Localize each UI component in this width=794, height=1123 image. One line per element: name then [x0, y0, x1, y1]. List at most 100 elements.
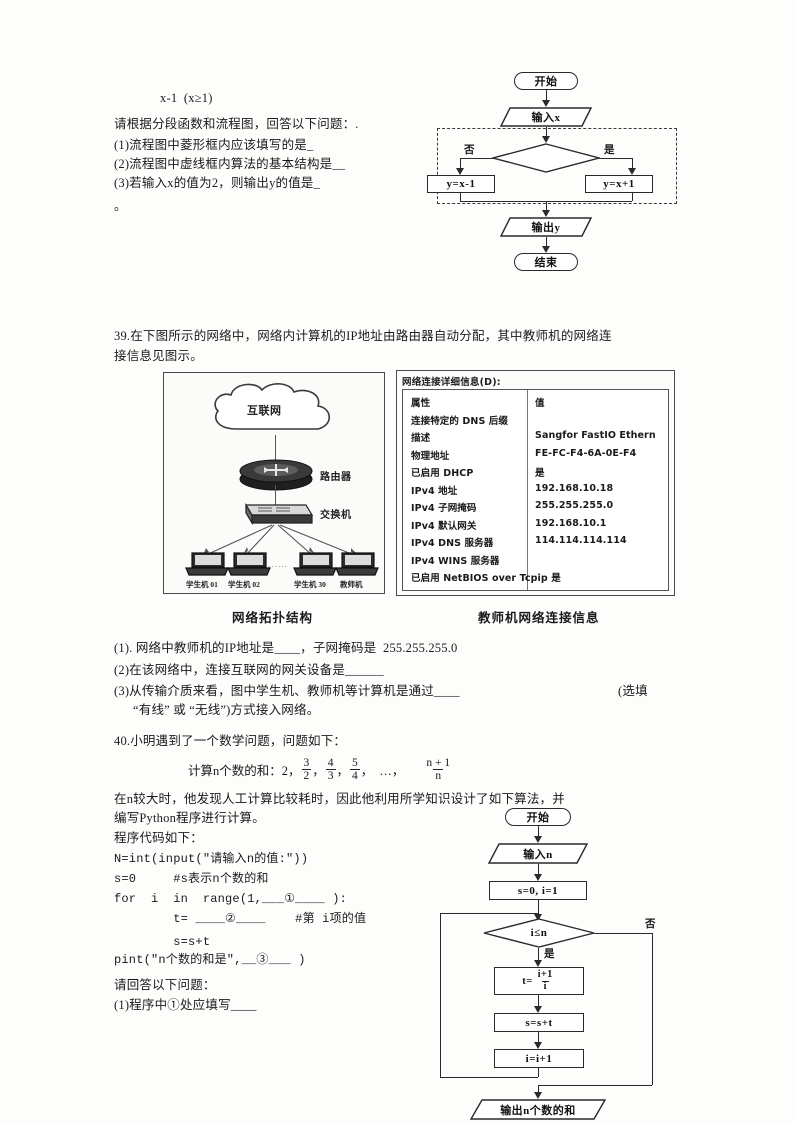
edge-loopback-down [538, 1068, 539, 1077]
node-accumulate: s=s+t [494, 1013, 584, 1032]
q40-code-heading: 程序代码如下： [114, 831, 203, 845]
code-line-4: t= ____②____ #第 i项的值 [114, 912, 367, 926]
edge-no-right [594, 933, 652, 934]
edge-merge-left-down [460, 193, 461, 201]
row-value: 255.255.255.0 [535, 500, 614, 511]
node-input-n: 输入n [488, 843, 588, 864]
q38-item-4: 。 [114, 199, 127, 213]
node-input-x-label: 输入x [531, 112, 561, 124]
column-divider [527, 390, 528, 590]
dialog-detail-list: 属性 值 连接特定的 DNS 后缀 描述 Sangfor FastIO Ethe… [402, 389, 669, 591]
edge-accumulate-to-increment [538, 1032, 539, 1045]
q40-desc-line-1: 在n较大时，他发现人工计算比较耗时，因此他利用所学知识设计了如下算法，并 [114, 792, 565, 806]
detail-row: 描述 Sangfor FastIO Ethern [403, 428, 668, 446]
node-input-x: 输入x [500, 107, 592, 127]
laptop-icon-teacher [335, 552, 379, 576]
code-line-3: for i in range(1,___①____ ): [114, 892, 347, 906]
edge-yes-vertical [632, 158, 633, 170]
edge-start-to-input [538, 826, 539, 838]
laptop-icon-student-01 [185, 552, 229, 576]
fraction-4-3: 4 3 [325, 757, 336, 783]
diamond-shape [492, 143, 600, 173]
row-value: Sangfor FastIO Ethern [535, 430, 656, 441]
edge-t-to-accumulate [538, 995, 539, 1009]
parallelogram-shape [500, 217, 592, 237]
q38-item-3: (3)若输入x的值为2，则输出y的值是_ [114, 176, 321, 190]
q38-formula-tail: x-1 (x≥1) [160, 91, 213, 105]
laptop-icon-student-02 [227, 552, 271, 576]
row-value: 是 [535, 468, 545, 479]
q38-prompt: 请根据分段函数和流程图，回答以下问题：. [114, 117, 359, 131]
fraction-denominator: 3 [325, 769, 336, 783]
detail-row: IPv4 默认网关 192.168.10.1 [403, 516, 668, 534]
edge-init-to-condition [538, 900, 539, 917]
edge-router-switch [275, 485, 276, 507]
fraction-denominator: 2 [301, 769, 312, 783]
sequence-ellipsis: …， [379, 764, 405, 779]
code-line-5: s=s+t [114, 935, 211, 949]
node-y-equals-x-minus-1: y=x-1 [427, 175, 495, 193]
node-condition-label: i≤n [530, 927, 548, 939]
router-label: 路由器 [320, 472, 352, 483]
q40-stem: 40.小明遇到了一个数学问题，问题如下： [114, 734, 347, 748]
label-no: 否 [464, 145, 475, 156]
caption-topology: 网络拓扑结构 [232, 611, 314, 625]
detail-row: IPv4 地址 192.168.10.18 [403, 481, 668, 499]
row-value: FE-FC-F4-6A-0E-F4 [535, 447, 637, 459]
row-property: IPv4 WINS 服务器 [411, 555, 500, 567]
detail-row: 物理地址 FE-FC-F4-6A-0E-F4 [403, 446, 668, 464]
edge-cloud-router [275, 435, 276, 461]
arrowhead [541, 210, 550, 217]
q39-item-3: (3)从传输介质来看，图中学生机、教师机等计算机是通过____ [114, 684, 460, 698]
edge-loopback-left [440, 1077, 538, 1078]
cloud-label: 互联网 [247, 405, 282, 417]
edge-condition-yes [538, 948, 539, 964]
node-compute-t: t= i+1 i [494, 967, 584, 995]
code-line-6: pint("n个数的和是",__③___ ) [114, 953, 306, 967]
edge-loopback-up [440, 913, 441, 1077]
edge-to-output [538, 1085, 539, 1095]
header-value: 值 [535, 398, 545, 409]
label-no: 否 [645, 919, 656, 930]
fraction-numerator: 4 [327, 757, 334, 769]
diamond-shape [483, 918, 595, 948]
sequence-sep-2: ， [336, 764, 350, 779]
q40-answer-item-1: (1)程序中①处应填写____ [114, 998, 257, 1012]
node-compute-t-expression: t= i+1 i [522, 969, 555, 992]
fraction-3-2: 3 2 [301, 757, 312, 783]
node-output-y: 输出y [500, 217, 592, 237]
switch-host-links [204, 524, 356, 556]
arrowhead [533, 960, 542, 967]
fraction-n-plus-1-over-n: n + 1 n [424, 757, 452, 782]
q40-desc-line-2: 编写Python程序进行计算。 [114, 811, 265, 825]
edge-start-to-input [546, 90, 547, 102]
node-output-sum-label: 输出n个数的和 [500, 1104, 576, 1117]
edge-yes-horizontal [599, 158, 633, 159]
node-start: 开始 [514, 72, 578, 90]
node-condition: i≤n [483, 918, 595, 948]
detail-row: IPv4 WINS 服务器 [403, 551, 668, 569]
fraction-numerator: n + 1 [426, 757, 451, 769]
arrowhead [533, 1006, 542, 1013]
q39-item-1: (1). 网络中教师机的IP地址是____，子网掩码是 255.255.255.… [114, 641, 458, 655]
node-increment: i=i+1 [494, 1049, 584, 1068]
arrowhead [533, 1042, 542, 1049]
q39-stem-line-2: 接信息见图示。 [114, 349, 203, 363]
detail-row: 已启用 DHCP 是 [403, 463, 668, 481]
sequence-sep-3: ， [360, 764, 374, 779]
arrowhead [533, 874, 542, 881]
row-property: IPv4 子网掩码 [411, 503, 477, 514]
internet-cloud-icon [214, 383, 331, 430]
host-label-student-02: 学生机 02 [228, 580, 260, 589]
q40-answer-heading: 请回答以下问题： [114, 978, 216, 992]
edge-merge-to-output [546, 201, 547, 212]
row-property: 已启用 NetBIOS over Tcpip 是 [411, 573, 561, 584]
fraction-i-plus-1-over-i: i+1 i [536, 969, 555, 992]
node-output-y-label: 输出y [531, 222, 561, 234]
fraction-denominator: 4 [350, 769, 360, 783]
host-label-student-01: 学生机 01 [186, 580, 218, 589]
q39-item-2: (2)在该网络中，连接互联网的网关设备是______ [114, 663, 384, 677]
arrowhead [541, 100, 550, 107]
header-property: 属性 [411, 398, 431, 409]
